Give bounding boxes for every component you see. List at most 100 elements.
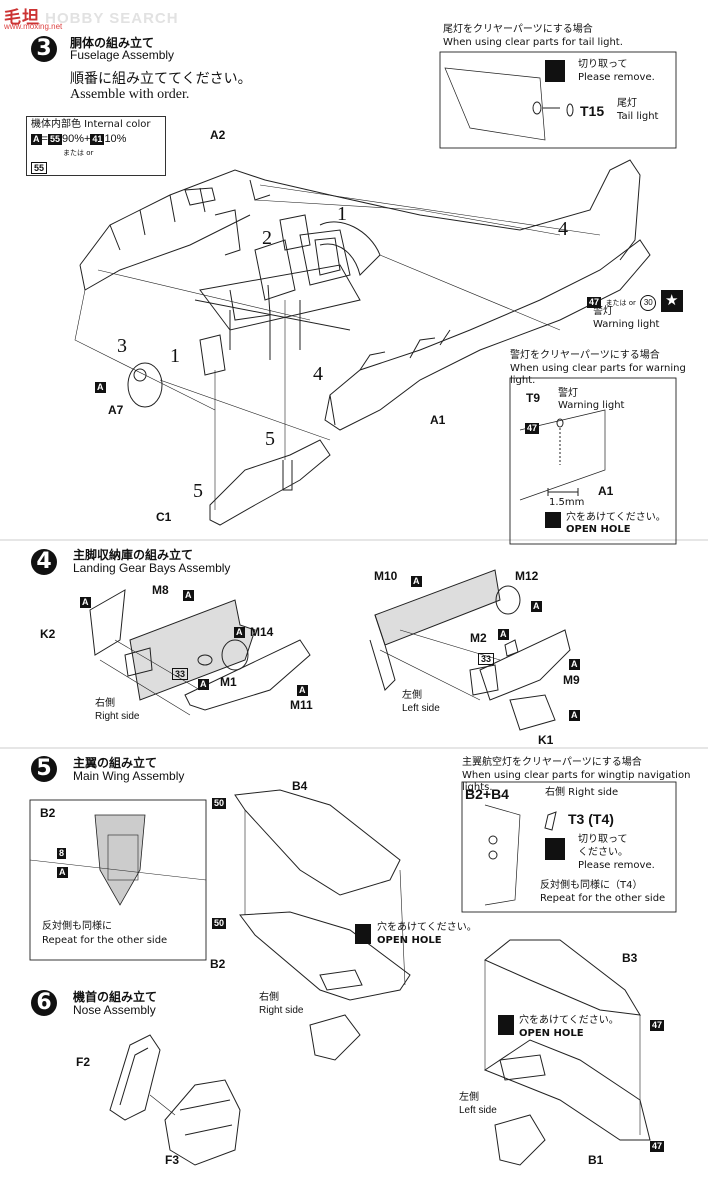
tail-box-title-jp: 尾灯をクリヤーパーツにする場合 (443, 24, 593, 35)
step-3-number: 3 (31, 36, 57, 62)
part-a7-drawing (127, 362, 163, 408)
code-a: A (31, 134, 42, 145)
watermark: 毛坦 HOBBY SEARCH www.moxing.net (4, 3, 179, 31)
order-2: 2 (262, 227, 272, 249)
right-bay-drawing (89, 589, 311, 716)
formula-eq: = (41, 133, 48, 145)
warn-code-47: 47 (525, 423, 540, 434)
step-3-title-jp: 胴体の組み立て (70, 36, 155, 50)
tail-cut-en: Please remove. (578, 72, 655, 83)
hole-en-right: OPEN HOLE (377, 935, 442, 946)
code-a-a7: A (95, 382, 106, 393)
code-a-m11: A (297, 685, 308, 696)
tail-light-en: Tail light (617, 111, 659, 122)
nav-cut-jp2: ください。 (578, 847, 628, 858)
star-icon: ★ (660, 290, 683, 312)
code-a-k2: A (80, 597, 91, 608)
step-5-title-jp: 主翼の組み立て (73, 756, 158, 770)
step-4-number: 4 (31, 549, 57, 575)
color-code-50-top: 50 (212, 798, 227, 809)
tail-light-jp: 尾灯 (617, 98, 637, 109)
cut-icon-nav (545, 838, 565, 865)
part-m11-label: M11 (290, 698, 313, 712)
warn-light-jp: 警灯 (558, 388, 578, 399)
drill-icon-warn (545, 512, 561, 533)
step-3-title-en: Fuselage Assembly (70, 48, 175, 62)
code-a-m10: A (411, 576, 422, 587)
warn-box-title-jp: 警灯をクリヤーパーツにする場合 (510, 350, 660, 361)
drill-icon-right (355, 924, 371, 949)
nav-cut-jp: 切り取って (578, 834, 628, 845)
part-t3-label: T3 (T4) (568, 811, 614, 827)
part-b4-label: B4 (292, 779, 308, 793)
part-a2-label: A2 (210, 128, 226, 142)
right-side-en-4: Right side (95, 711, 140, 722)
part-m10-label: M10 (374, 569, 398, 583)
part-f2-label: F2 (76, 1055, 91, 1069)
order-4-top: 4 (558, 218, 568, 240)
color-code-50-bottom: 50 (212, 918, 227, 929)
cut-icon-tail (545, 60, 565, 87)
warn-box-title-en: When using clear parts for warning light… (510, 363, 686, 386)
color-code-47-bottom: 47 (650, 1141, 665, 1152)
color-code-55: 55 (47, 134, 62, 145)
warning-light-jp: 警灯 (593, 306, 613, 317)
part-b2-label: B2 (210, 957, 226, 971)
order-4-bottom: 4 (313, 363, 323, 385)
wing-b3-b1-drawing (483, 939, 651, 1166)
order-1-bottom: 1 (170, 345, 180, 367)
code-a-m12: A (531, 601, 542, 612)
color-code-30: 30 (640, 295, 657, 311)
order-5-bottom: 5 (193, 480, 203, 502)
nav-box-title-en: When using clear parts for wingtip navig… (462, 770, 691, 793)
part-b3-label: B3 (622, 951, 638, 965)
left-side-en-5: Left side (459, 1105, 497, 1116)
watermark-en: HOBBY SEARCH (45, 10, 179, 27)
hole-jp-left: 穴をあけてください。 (519, 1015, 619, 1026)
nav-repeat-jp: 反対側も同様に（T4） (540, 880, 643, 891)
part-m2-label: M2 (470, 631, 487, 645)
part-a7-label: A7 (108, 403, 124, 417)
hole-jp-right: 穴をあけてください。 (377, 922, 477, 933)
nav-box-title-jp: 主翼航空灯をクリヤーパーツにする場合 (462, 757, 642, 768)
step-6-title-jp: 機首の組み立て (73, 990, 158, 1004)
order-5-top: 5 (265, 428, 275, 450)
step-4-title-en: Landing Gear Bays Assembly (73, 561, 231, 575)
order-3: 3 (117, 335, 127, 357)
code-33-m2: 33 (478, 653, 495, 665)
nav-box-label: B2+B4 (465, 786, 509, 802)
internal-color-title: 機体内部色 Internal color (31, 119, 151, 130)
wing-b4-drawing (234, 789, 411, 1061)
color-code-47-top: 47 (650, 1020, 665, 1031)
part-c1-drawing (209, 439, 331, 526)
color-code-41: 41 (90, 134, 105, 145)
nav-repeat-en: Repeat for the other side (540, 893, 666, 904)
code-a-m2: A (498, 629, 509, 640)
cockpit-drawing (194, 214, 381, 376)
hole-en-left: OPEN HOLE (519, 1028, 584, 1039)
right-side-en-5: Right side (259, 1005, 304, 1016)
part-c1-label: C1 (156, 510, 172, 524)
warning-light-en: Warning light (593, 319, 660, 330)
step-4-title-jp: 主脚収納庫の組み立て (73, 548, 194, 562)
part-m14-label: M14 (250, 625, 274, 639)
part-t9-label: T9 (526, 391, 541, 405)
part-k2-label: K2 (40, 627, 56, 641)
code-a-m14: A (234, 627, 245, 638)
right-side-jp-4: 右側 (95, 698, 115, 709)
color-code-8: 8 (57, 848, 67, 859)
left-side-jp-4: 左側 (402, 690, 422, 701)
right-side-jp-5: 右側 (259, 992, 279, 1003)
tail-box-title-en: When using clear parts for tail light. (443, 37, 623, 48)
watermark-cn: 毛坦 (4, 8, 40, 27)
formula-p1: 90% (61, 133, 84, 145)
color-code-47: 47 (587, 297, 602, 308)
code-a-m1: A (198, 679, 209, 690)
code-a-m8: A (183, 590, 194, 601)
nav-cut-en: Please remove. (578, 860, 655, 871)
formula-plus: + (83, 133, 91, 145)
code-a-m9: A (569, 659, 580, 670)
left-side-jp-5: 左側 (459, 1092, 479, 1103)
part-t15-label: T15 (580, 103, 605, 119)
